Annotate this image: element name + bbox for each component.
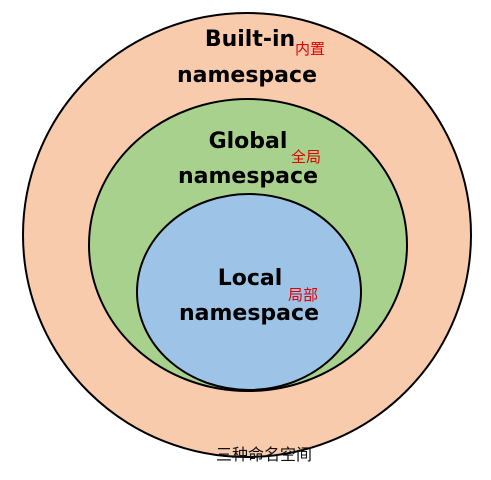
diagram-caption: 三种命名空间: [216, 445, 312, 464]
local-cn-label: 局部: [288, 286, 318, 304]
builtin-label-line1: Built-in: [205, 27, 295, 52]
builtin-label-line2: namespace: [177, 63, 317, 88]
local-namespace-circle: [136, 193, 362, 391]
local-label-line2: namespace: [179, 301, 319, 326]
global-cn-label: 全局: [291, 148, 321, 166]
local-label-line1: Local: [218, 266, 283, 291]
global-label-line1: Global: [209, 129, 288, 154]
builtin-cn-label: 内置: [295, 40, 325, 58]
global-label-line2: namespace: [178, 164, 318, 189]
